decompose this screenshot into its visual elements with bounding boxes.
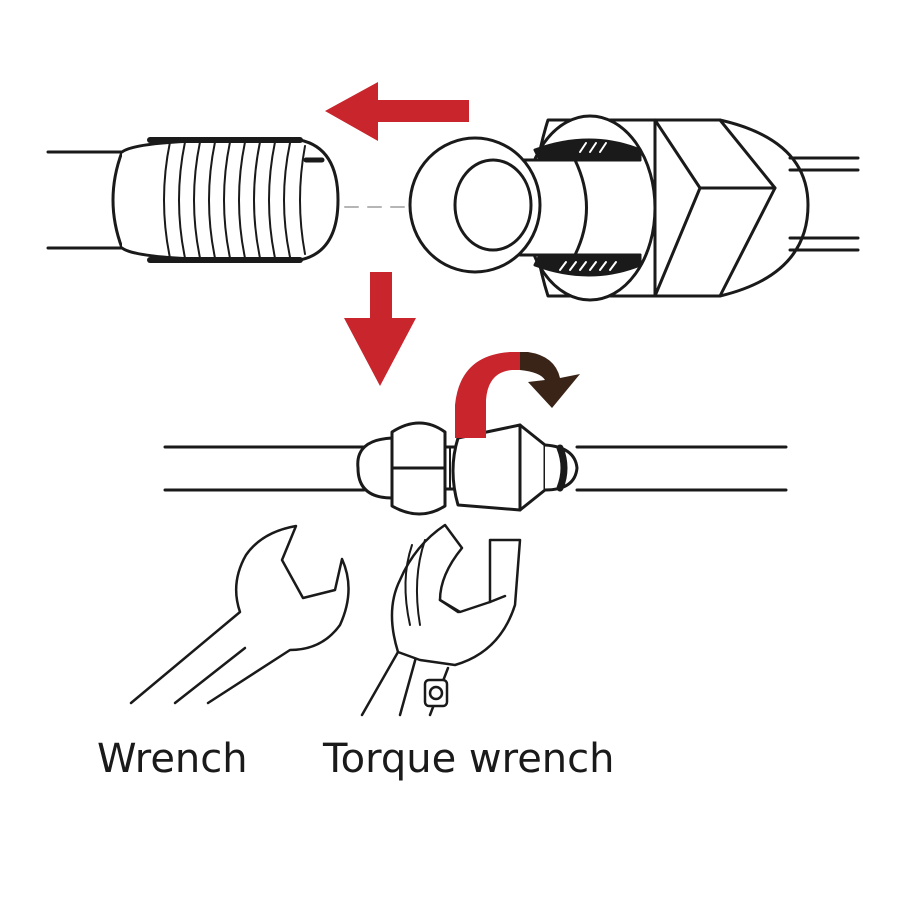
torque-wrench-icon	[360, 523, 522, 717]
wrench-label: Wrench	[97, 736, 248, 782]
tighten-rotation-arrow	[455, 352, 580, 438]
swivel-nut-fitting	[408, 114, 860, 302]
assembled-fitting	[163, 421, 788, 516]
torque-wrench-label: Torque wrench	[323, 736, 615, 782]
threaded-hose-end	[46, 137, 340, 263]
next-step-arrow	[344, 272, 416, 386]
connect-arrow	[325, 82, 469, 141]
wrench-icon	[129, 524, 350, 705]
